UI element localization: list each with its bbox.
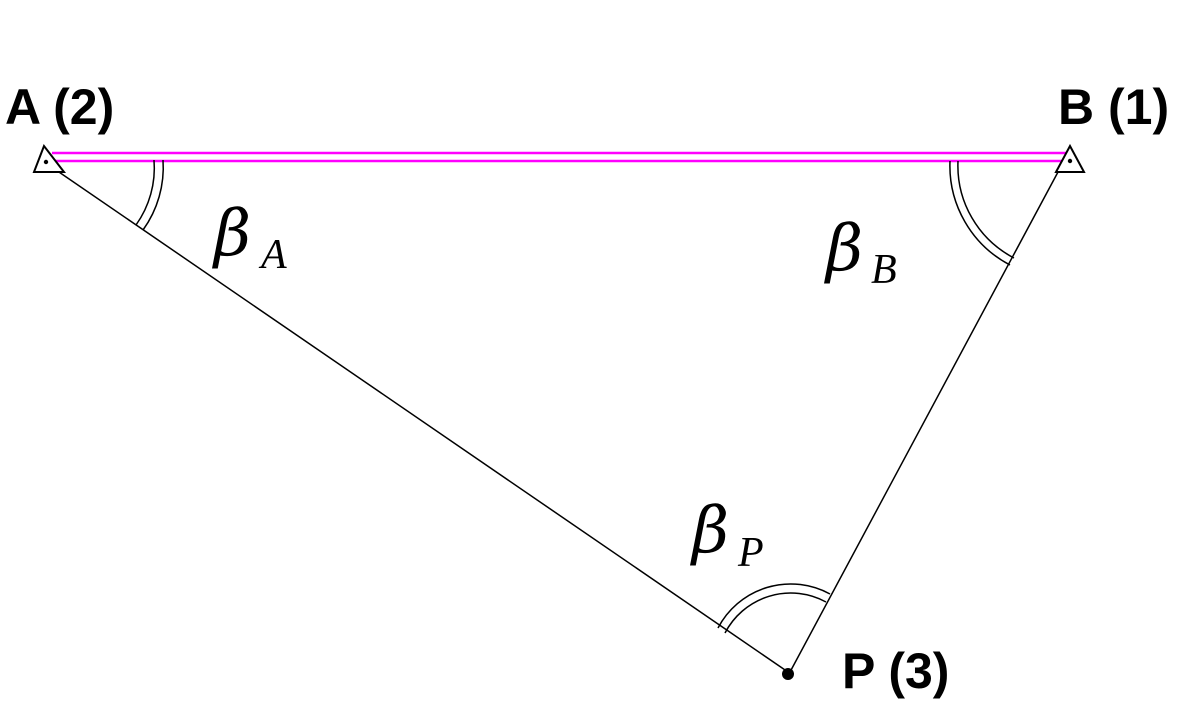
angle-arc-b bbox=[949, 160, 1015, 266]
angle-symbol-p: β bbox=[690, 494, 729, 568]
edge-a-p bbox=[55, 169, 789, 673]
angle-subscript-a: A bbox=[258, 232, 287, 278]
edge-b-p bbox=[789, 171, 1059, 673]
angle-symbol-b: β bbox=[824, 212, 863, 286]
angle-label-p: β P bbox=[690, 494, 764, 576]
point-label-a: A (2) bbox=[5, 79, 114, 135]
angle-subscript-p: P bbox=[737, 530, 764, 576]
station-marker-b bbox=[1054, 143, 1086, 173]
angle-arc-p bbox=[717, 583, 831, 634]
station-marker-a bbox=[32, 143, 67, 173]
angle-label-a: β A bbox=[212, 197, 287, 278]
angle-subscript-b: B bbox=[871, 247, 897, 293]
angle-arc-a bbox=[135, 159, 164, 231]
angle-label-b: β B bbox=[824, 212, 897, 293]
point-label-p: P (3) bbox=[842, 643, 949, 699]
point-label-b: B (1) bbox=[1058, 79, 1169, 135]
point-marker-p bbox=[782, 668, 794, 680]
baseline-ab bbox=[52, 151, 1066, 163]
angle-symbol-a: β bbox=[212, 197, 251, 271]
